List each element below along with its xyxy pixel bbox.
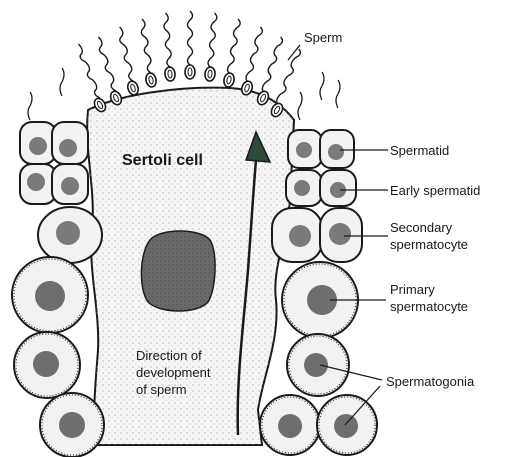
left-spermatogonium-1 bbox=[14, 332, 80, 398]
right-spermatogonium-2 bbox=[260, 395, 320, 455]
direction-line-1: Direction of bbox=[136, 348, 202, 363]
label-early-spermatid: Early spermatid bbox=[390, 183, 480, 198]
spermatid-tail bbox=[320, 72, 324, 100]
spermatid-tail bbox=[28, 92, 32, 120]
spermatid-tail bbox=[336, 80, 340, 108]
sperm-head bbox=[223, 72, 236, 88]
sperm-head bbox=[185, 65, 195, 79]
label-primary-2: spermatocyte bbox=[390, 299, 468, 314]
label-sperm: Sperm bbox=[304, 30, 342, 45]
sperm-tail bbox=[188, 11, 193, 65]
spermatid-tail bbox=[60, 68, 64, 96]
label-secondary-1: Secondary bbox=[390, 220, 453, 235]
direction-line-2: development bbox=[136, 365, 211, 380]
label-primary-1: Primary bbox=[390, 282, 435, 297]
sperm-tail bbox=[78, 44, 100, 98]
left-secondary-spermatocyte bbox=[38, 207, 102, 263]
sperm-head bbox=[145, 72, 158, 88]
sperm-head bbox=[164, 67, 175, 82]
right-spermatogonium-3 bbox=[317, 395, 377, 455]
sperm-head bbox=[204, 67, 215, 82]
right-early-spermatid-cluster bbox=[286, 170, 356, 206]
left-spermatogonium-2 bbox=[40, 393, 104, 457]
left-spermatid-cluster bbox=[20, 122, 88, 204]
sperm-tail bbox=[120, 27, 133, 81]
right-spermatogonium-1 bbox=[287, 334, 349, 396]
sperm-tail bbox=[98, 37, 116, 91]
sperm-tail bbox=[246, 27, 262, 81]
spermatid-tail bbox=[298, 92, 302, 120]
sperm-tail bbox=[141, 19, 151, 73]
label-secondary-2: spermatocyte bbox=[390, 237, 468, 252]
sperm-tail bbox=[228, 19, 241, 73]
sperm-tail bbox=[262, 37, 282, 91]
right-secondary-spermatocyte-pair bbox=[272, 208, 362, 262]
sperm-tail bbox=[277, 49, 301, 103]
left-primary-spermatocyte bbox=[12, 257, 88, 333]
right-spermatid-cluster bbox=[288, 130, 354, 168]
sperm-tail bbox=[164, 13, 171, 67]
direction-line-3: of sperm bbox=[136, 382, 187, 397]
label-spermatogonia: Spermatogonia bbox=[386, 374, 475, 389]
sertoli-cell-label: Sertoli cell bbox=[122, 152, 203, 169]
label-spermatid: Spermatid bbox=[390, 143, 449, 158]
sperm-tail bbox=[208, 13, 217, 67]
